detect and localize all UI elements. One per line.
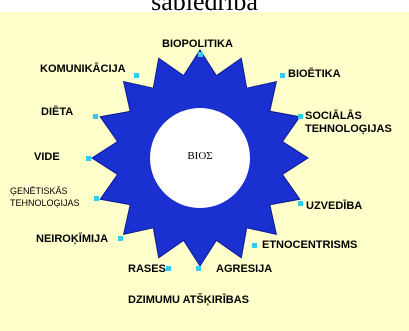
dot-dieta xyxy=(93,114,98,119)
dot-uzvediba xyxy=(298,201,303,206)
label-uzvediba: UZVEDĪBA xyxy=(306,200,363,212)
label-dieta: DIĒTA xyxy=(41,106,74,118)
label-etnocentrisms: ETNOCENTRISMS xyxy=(262,239,358,251)
label-socialas-tehnologijas: TEHNOLOĢIJAS xyxy=(305,123,392,135)
label-bioetika: BIOĒTIKA xyxy=(288,68,341,80)
label-genetiskas-tehnologijas: TEHNOLOĢIJAS xyxy=(10,198,80,208)
dot-rases xyxy=(166,266,171,271)
label-genetiskas: ĢENĒTISKĀS xyxy=(10,186,68,196)
label-neirokimija: NEIROĶĪMIJA xyxy=(36,233,109,245)
label-komunikacija: KOMUNIKĀCIJA xyxy=(40,63,126,75)
dot-neirokimija xyxy=(118,236,123,241)
label-vide: VIDE xyxy=(34,151,60,163)
dot-komunikacija xyxy=(134,73,139,78)
dot-biopolitika xyxy=(198,52,203,57)
dot-etnocentrisms xyxy=(252,243,257,248)
label-dzimumu-atskiribas: DZIMUMU ATŠĶIRĪBAS xyxy=(128,294,249,306)
label-rases: RASES xyxy=(128,263,166,275)
label-socialas: SOCIĀLĀS xyxy=(305,110,362,122)
title-fragment: sabiedrība xyxy=(0,0,409,12)
center-circle xyxy=(150,108,250,208)
dot-socialas xyxy=(298,114,303,119)
center-label: ΒΙΟΣ xyxy=(187,150,213,162)
dot-agresija xyxy=(196,266,201,271)
dot-genetiskas xyxy=(94,196,99,201)
dot-bioetika xyxy=(280,73,285,78)
label-agresija: AGRESIJA xyxy=(216,263,273,275)
dot-vide xyxy=(86,156,91,161)
label-biopolitika: BIOPOLITIKA xyxy=(162,38,233,50)
